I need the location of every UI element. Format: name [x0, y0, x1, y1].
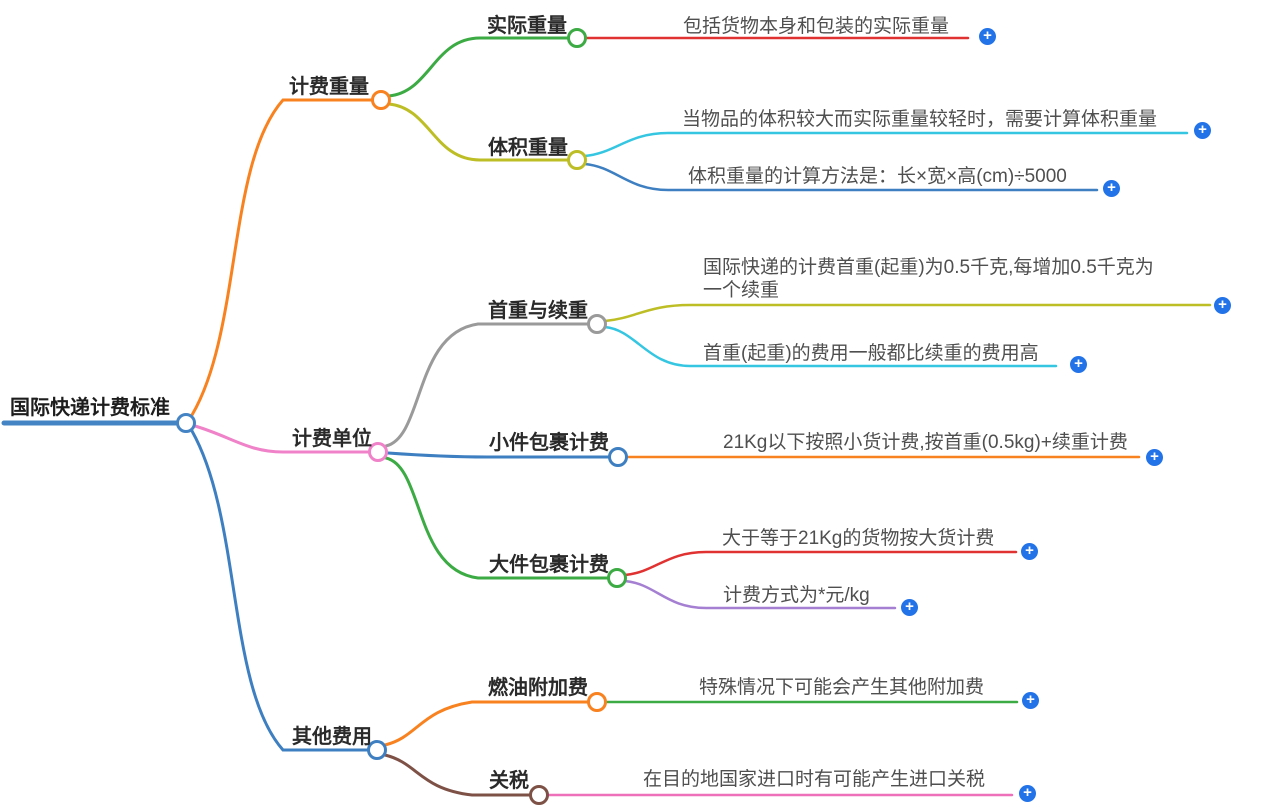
node-circle-tariff[interactable]: [529, 785, 549, 805]
branch-line-first-weight: [384, 322, 589, 448]
add-node-button[interactable]: +: [1103, 180, 1120, 197]
plus-icon: +: [1198, 121, 1207, 138]
plus-icon: +: [1074, 355, 1083, 372]
branch-line-billing-weight: [190, 98, 373, 417]
leaf-line-large-parcel-rule: [623, 550, 1018, 577]
add-node-button[interactable]: +: [979, 28, 996, 45]
node-circle-actual-weight[interactable]: [567, 28, 587, 48]
leaf-large-parcel-price[interactable]: 计费方式为*元/kg: [723, 585, 870, 606]
add-node-button[interactable]: +: [901, 599, 918, 616]
node-large-parcel[interactable]: 大件包裹计费: [489, 554, 609, 576]
node-circle-large-parcel[interactable]: [607, 568, 627, 588]
plus-icon: +: [1107, 179, 1116, 196]
branch-line-large-parcel: [384, 456, 609, 580]
node-tariff[interactable]: 关税: [489, 770, 529, 792]
plus-icon: +: [905, 598, 914, 615]
leaf-line-first-weight-cost: [603, 325, 1058, 368]
add-node-button[interactable]: +: [1214, 297, 1231, 314]
node-circle-fuel-surcharge[interactable]: [587, 692, 607, 712]
leaf-line-volume-formula: [583, 162, 1099, 192]
node-small-parcel[interactable]: 小件包裹计费: [489, 432, 609, 454]
node-billing-weight[interactable]: 计费重量: [289, 76, 369, 98]
node-circle-billing-unit[interactable]: [368, 442, 388, 462]
leaf-small-parcel-rule[interactable]: 21Kg以下按照小货计费,按首重(0.5kg)+续重计费: [723, 432, 1128, 453]
node-other-fees[interactable]: 其他费用: [292, 726, 372, 748]
leaf-line-large-parcel-price: [623, 579, 897, 610]
node-circle-billing-weight[interactable]: [371, 90, 391, 110]
branch-line-other-fees: [190, 429, 369, 752]
node-first-weight[interactable]: 首重与续重: [488, 300, 588, 322]
node-circle-first-weight[interactable]: [587, 314, 607, 334]
add-node-button[interactable]: +: [1194, 122, 1211, 139]
node-circle-volume-weight[interactable]: [567, 150, 587, 170]
leaf-volume-when[interactable]: 当物品的体积较大而实际重量较轻时，需要计算体积重量: [682, 109, 1158, 130]
leaf-first-weight-cost[interactable]: 首重(起重)的费用一般都比续重的费用高: [703, 343, 1039, 364]
node-circle-small-parcel[interactable]: [608, 447, 628, 467]
plus-icon: +: [983, 27, 992, 44]
add-node-button[interactable]: +: [1070, 356, 1087, 373]
node-volume-weight[interactable]: 体积重量: [488, 137, 568, 159]
branch-line-volume-weight: [387, 102, 569, 162]
root-node-circle[interactable]: [176, 413, 196, 433]
branch-line-small-parcel: [386, 451, 610, 459]
branch-line-tariff: [383, 753, 531, 797]
plus-icon: +: [1218, 296, 1227, 313]
node-fuel-surcharge[interactable]: 燃油附加费: [488, 677, 588, 699]
root-node-label[interactable]: 国际快递计费标准: [10, 397, 170, 419]
leaf-fuel-desc[interactable]: 特殊情况下可能会产生其他附加费: [699, 677, 985, 698]
leaf-first-weight-rule[interactable]: 国际快递的计费首重(起重)为0.5千克,每增加0.5千克为一个续重: [703, 257, 1154, 301]
add-node-button[interactable]: +: [1146, 449, 1163, 466]
leaf-tariff-desc[interactable]: 在目的地国家进口时有可能产生进口关税: [643, 769, 986, 790]
add-node-button[interactable]: +: [1021, 543, 1038, 560]
leaf-volume-formula[interactable]: 体积重量的计算方法是：长×宽×高(cm)÷5000: [688, 166, 1067, 187]
branch-line-fuel-surcharge: [383, 700, 590, 747]
plus-icon: +: [1026, 691, 1035, 708]
branch-line-actual-weight: [387, 36, 569, 98]
add-node-button[interactable]: +: [1019, 785, 1036, 802]
leaf-large-parcel-rule[interactable]: 大于等于21Kg的货物按大货计费: [722, 528, 995, 549]
node-actual-weight[interactable]: 实际重量: [487, 15, 567, 37]
node-billing-unit[interactable]: 计费单位: [292, 428, 372, 450]
add-node-button[interactable]: +: [1022, 692, 1039, 709]
plus-icon: +: [1025, 542, 1034, 559]
node-circle-other-fees[interactable]: [367, 740, 387, 760]
leaf-line-volume-when: [583, 131, 1189, 158]
leaf-line-first-weight-rule: [603, 303, 1212, 323]
plus-icon: +: [1150, 448, 1159, 465]
plus-icon: +: [1023, 784, 1032, 801]
branch-line-billing-unit: [193, 424, 370, 454]
leaf-actual-weight-desc[interactable]: 包括货物本身和包装的实际重量: [683, 16, 950, 37]
